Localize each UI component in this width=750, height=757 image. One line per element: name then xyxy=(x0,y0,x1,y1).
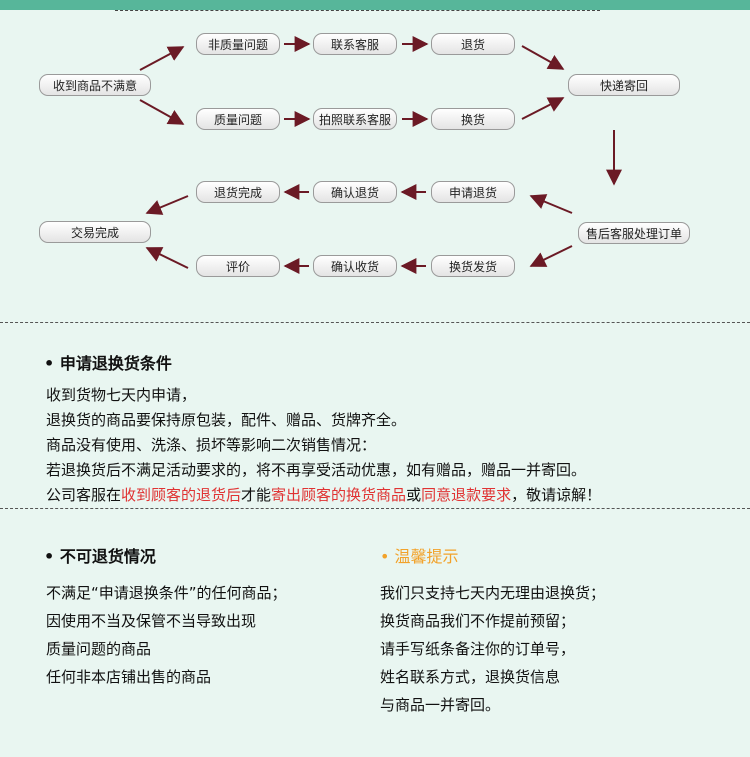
no-return-line: 质量问题的商品 xyxy=(46,640,152,658)
node-deal-done: 交易完成 xyxy=(39,221,151,243)
tips-line: 我们只支持七天内无理由退换货； xyxy=(380,584,606,602)
notice-text: ，敬请谅解！ xyxy=(511,486,602,504)
conditions-title: 申请退换货条件 xyxy=(59,354,172,373)
node-contact-service: 联系客服 xyxy=(313,33,397,55)
bullet-icon: • xyxy=(44,547,55,566)
conditions-line: 商品没有使用、洗涤、损坏等影响二次销售情况： xyxy=(46,436,377,454)
tips-heading: • 温馨提示 xyxy=(380,543,459,567)
flow-arrows xyxy=(139,36,622,274)
node-photo-contact: 拍照联系客服 xyxy=(313,108,397,130)
arrow-after-sales-to-apply xyxy=(529,194,573,214)
arrow-after-sales-to-exchange-ship xyxy=(529,245,573,267)
notice-highlight: 收到顾客的退货后 xyxy=(121,486,242,504)
notice-text: 才能 xyxy=(241,486,272,504)
notice-text: 或 xyxy=(406,486,422,504)
node-confirm-return: 确认退货 xyxy=(313,181,397,203)
tips-list: 我们只支持七天内无理由退换货； 换货商品我们不作提前预留； 请手写纸条备注你的订… xyxy=(380,579,605,719)
no-return-line: 不满足“申请退换条件”的任何商品； xyxy=(46,584,287,602)
notice-text: 公司客服在 xyxy=(46,486,122,504)
arrow-review-to-deal-done xyxy=(145,247,189,269)
no-return-line: 任何非本店铺出售的商品 xyxy=(46,668,212,686)
notice-highlight: 寄出顾客的换货商品 xyxy=(271,486,407,504)
tips-line: 换货商品我们不作提前预留； xyxy=(380,612,576,630)
arrow-start-to-non-quality xyxy=(139,46,185,71)
conditions-line: 退换货的商品要保持原包装，配件、赠品、货牌齐全。 xyxy=(46,411,407,429)
no-return-list: 不满足“申请退换条件”的任何商品； 因使用不当及保管不当导致出现 质量问题的商品… xyxy=(46,579,287,691)
conditions-heading: • 申请退换货条件 xyxy=(44,350,172,374)
arrow-start-to-quality xyxy=(139,99,185,125)
return-flowchart: 收到商品不满意 非质量问题 联系客服 退货 质量问题 拍照联系客服 换货 快递寄… xyxy=(0,0,750,320)
node-return-goods: 退货 xyxy=(431,33,515,55)
tips-title: 温馨提示 xyxy=(394,547,459,566)
no-return-heading: • 不可退货情况 xyxy=(44,543,156,567)
conditions-line: 收到货物七天内申请， xyxy=(46,386,197,404)
conditions-list: 收到货物七天内申请， 退换货的商品要保持原包装，配件、赠品、货牌齐全。 商品没有… xyxy=(46,383,601,508)
arrow-return-to-express xyxy=(521,45,565,70)
conditions-line: 若退换货后不满足活动要求的，将不再享受活动优惠，如有赠品，赠品一并寄回。 xyxy=(46,461,587,479)
node-confirm-receipt: 确认收货 xyxy=(313,255,397,277)
node-exchange-goods: 换货 xyxy=(431,108,515,130)
bullet-icon: • xyxy=(380,547,390,566)
node-review: 评价 xyxy=(196,255,280,277)
node-start: 收到商品不满意 xyxy=(39,74,151,96)
bullet-icon: • xyxy=(44,354,55,373)
tips-line: 请手写纸条备注你的订单号， xyxy=(380,640,576,658)
node-quality: 质量问题 xyxy=(196,108,280,130)
top-accent-bar xyxy=(0,0,750,10)
top-divider xyxy=(115,10,600,11)
node-return-done: 退货完成 xyxy=(196,181,280,203)
node-apply-return: 申请退货 xyxy=(431,181,515,203)
conditions-notice: 公司客服在收到顾客的退货后才能寄出顾客的换货商品或同意退款要求，敬请谅解！ xyxy=(46,483,601,508)
node-exchange-ship: 换货发货 xyxy=(431,255,515,277)
arrow-return-done-to-deal-done xyxy=(145,195,189,215)
no-return-title: 不可退货情况 xyxy=(59,547,156,566)
tips-line: 与商品一并寄回。 xyxy=(380,696,501,714)
tips-line: 姓名联系方式，退换货信息 xyxy=(380,668,561,686)
section-divider xyxy=(0,508,750,509)
section-divider xyxy=(0,322,750,323)
no-return-line: 因使用不当及保管不当导致出现 xyxy=(46,612,257,630)
node-after-sales: 售后客服处理订单 xyxy=(578,222,690,244)
notice-highlight: 同意退款要求 xyxy=(421,486,512,504)
node-express-return: 快递寄回 xyxy=(568,74,680,96)
arrow-exchange-to-express xyxy=(521,97,565,120)
node-non-quality: 非质量问题 xyxy=(196,33,280,55)
